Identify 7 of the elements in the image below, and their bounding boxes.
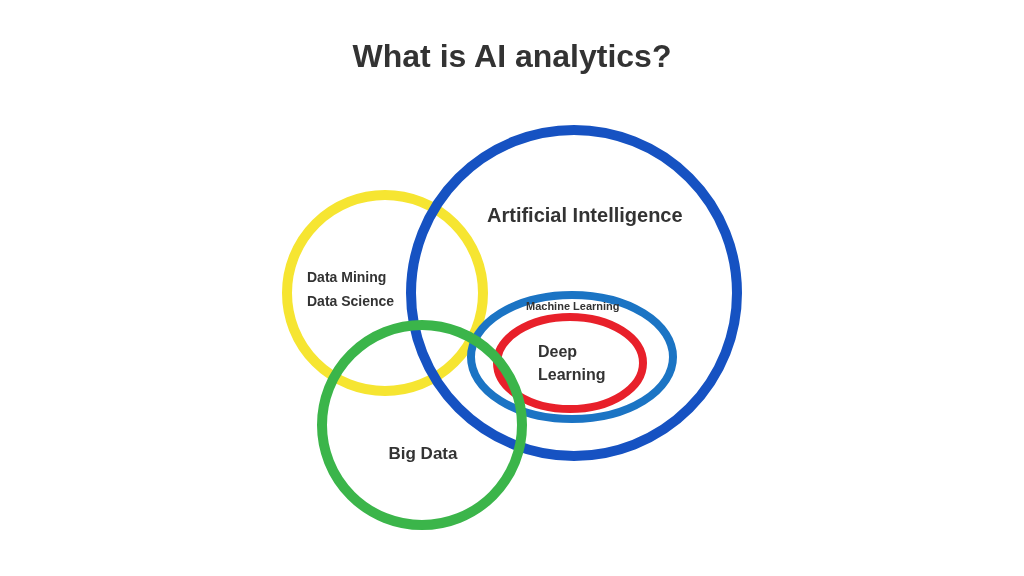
set-label: Data Science bbox=[307, 293, 395, 309]
title: What is AI analytics? bbox=[351, 38, 673, 75]
set-label: Machine Learning bbox=[526, 300, 620, 312]
set-label: Deep Learning bbox=[538, 342, 607, 385]
set-label: Big Data bbox=[388, 444, 458, 464]
set-label: Artificial Intelligence bbox=[487, 204, 683, 227]
set-label: Data Mining bbox=[307, 269, 387, 285]
